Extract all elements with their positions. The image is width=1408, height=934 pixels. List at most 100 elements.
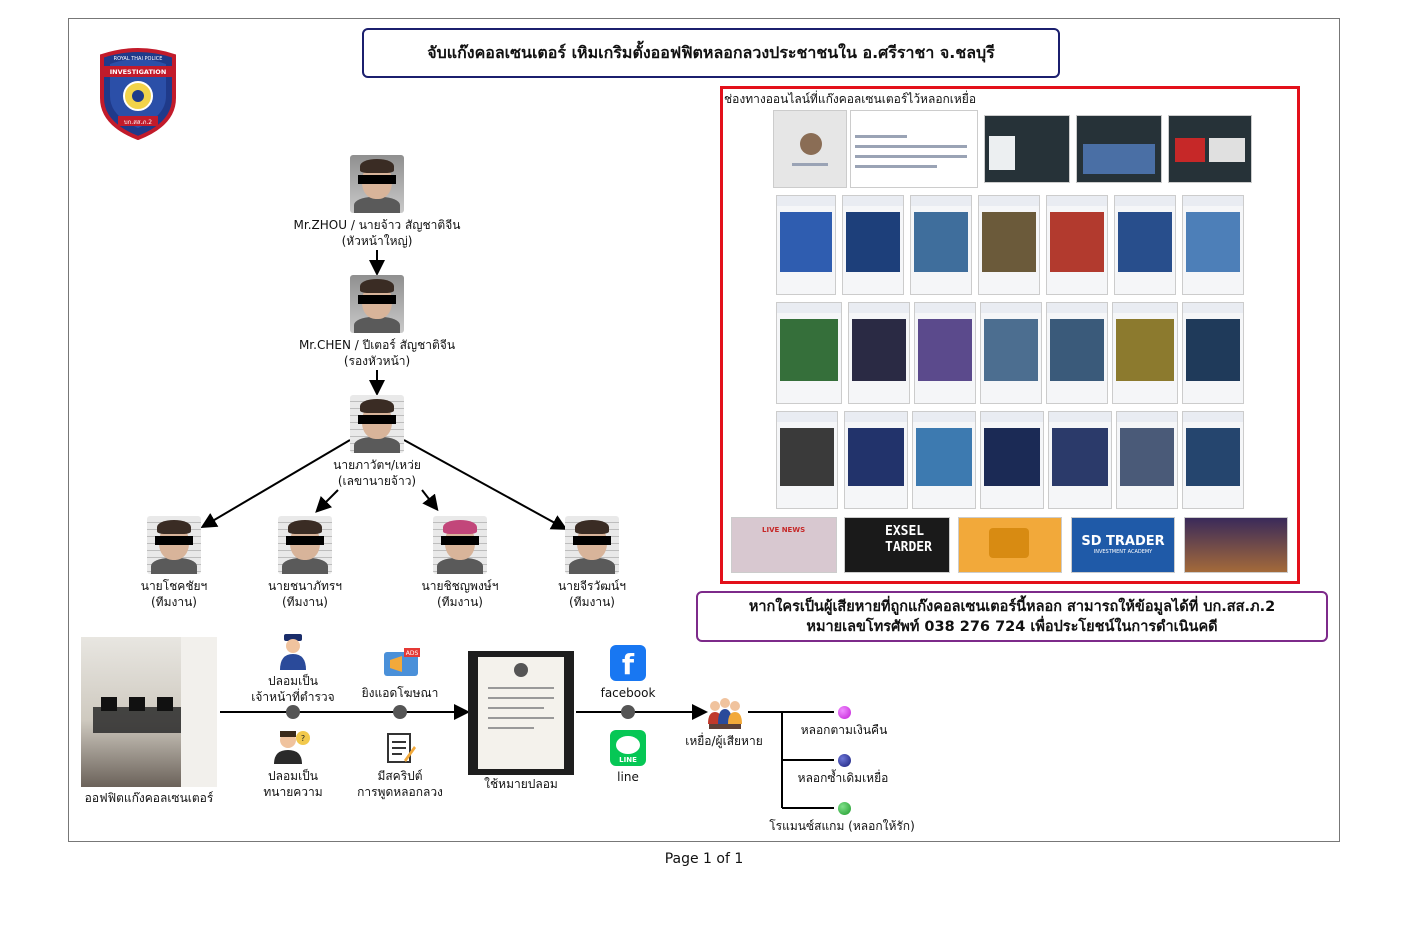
post-thumbnail	[776, 411, 838, 509]
post-thumbnail	[1114, 195, 1176, 295]
post-thumbnail	[980, 302, 1042, 404]
person-staff-3: นายชิชญพงษ์ฯ (ทีมงาน)	[400, 516, 520, 610]
fake-police-label: ปลอมเป็นเจ้าหน้าที่ตำรวจ	[251, 674, 335, 704]
screenshot-thumbnail	[1168, 115, 1252, 183]
arrow-to-staff-4	[403, 439, 568, 530]
post-thumbnail	[776, 195, 836, 295]
post-thumbnail	[910, 195, 972, 295]
screenshot-thumbnail	[1076, 115, 1162, 183]
person-secretary: นายภาวัตฯ/เหว่ย (เลขานายจ้าว)	[302, 395, 452, 489]
person-deputy: Mr.CHEN / ปีเตอร์ สัญชาติจีน (รองหัวหน้า…	[287, 275, 467, 369]
victims-group-icon	[708, 698, 742, 729]
post-thumbnail	[844, 411, 908, 509]
fake-warrant-label: ใช้หมายปลอม	[484, 777, 558, 791]
outcome-label-refund-scam: หลอกตามเงินคืน	[800, 723, 888, 737]
banner-exsel-tarder: EXSEL TARDER	[844, 517, 950, 573]
person-staff-2: นายชนาภัทรฯ (ทีมงาน)	[245, 516, 365, 610]
banner-temple	[1184, 517, 1288, 573]
outcome-label-repeat-scam: หลอกซ้ำเดิมเหยื่อ	[797, 771, 889, 785]
post-thumbnail	[912, 411, 976, 509]
logo-bottom-text: บก.สส.ภ.2	[124, 119, 152, 126]
arrow-to-staff-2	[315, 489, 339, 513]
arrow-to-staff-1	[200, 439, 351, 529]
post-thumbnail	[980, 411, 1044, 509]
secretary-name: นายภาวัตฯ/เหว่ย	[333, 458, 421, 472]
post-thumbnail	[1046, 302, 1108, 404]
post-thumbnail	[1182, 195, 1244, 295]
office-photo	[81, 637, 217, 787]
leader-name: Mr.ZHOU / นายจ้าว สัญชาติจีน	[293, 218, 461, 232]
screenshot-thumbnail	[984, 115, 1070, 183]
script-document-icon	[387, 733, 416, 763]
svg-text:?: ?	[301, 734, 305, 743]
secretary-photo	[350, 395, 404, 453]
banner-live-news: LIVE NEWS	[731, 517, 837, 573]
victim-notice: หากใครเป็นผู้เสียหายที่ถูกแก๊งคอลเซนเตอร…	[696, 591, 1328, 642]
outcome-label-romance-scam: โรแมนซ์สแกม (หลอกให้รัก)	[769, 819, 915, 833]
facebook-label: facebook	[600, 686, 656, 700]
banner-gold	[958, 517, 1062, 573]
notice-line-2: หมายเลขโทรศัพท์ 038 276 724 เพื่อประโยชน…	[806, 619, 1218, 635]
leader-photo	[350, 155, 404, 213]
leader-role: (หัวหน้าใหญ่)	[341, 234, 413, 248]
fake-warrant-photo	[468, 651, 574, 775]
ads-megaphone-icon: ADS	[384, 648, 420, 676]
page-number: Page 1 of 1	[664, 851, 744, 867]
banner-sd-trader: SD TRADER INVESTMENT ACADEMY	[1071, 517, 1175, 573]
post-thumbnail	[1046, 195, 1108, 295]
police-badge-icon: ROYAL THAI POLICE INVESTIGATION บก.สส.ภ.…	[100, 48, 176, 140]
person-leader: Mr.ZHOU / นายจ้าว สัญชาติจีน (หัวหน้าใหญ…	[287, 155, 467, 249]
police-officer-icon	[280, 634, 306, 670]
staff-photo	[565, 516, 619, 574]
post-thumbnail	[776, 302, 842, 404]
ads-label: ยิงแอดโฆษณา	[361, 686, 439, 700]
screenshot-thumbnail	[773, 110, 847, 188]
staff-role: (ทีมงาน)	[569, 595, 615, 609]
outcome-dot-green	[838, 802, 851, 815]
post-thumbnail	[978, 195, 1040, 295]
post-thumbnail	[1048, 411, 1112, 509]
line-label: line	[617, 770, 639, 784]
staff-role: (ทีมงาน)	[437, 595, 483, 609]
person-staff-1: นายโชคชัยฯ (ทีมงาน)	[114, 516, 234, 610]
person-staff-4: นายจีรวัฒน์ฯ (ทีมงาน)	[532, 516, 652, 610]
post-thumbnail	[1112, 302, 1178, 404]
staff-name: นายชิชญพงษ์ฯ	[421, 579, 499, 593]
staff-name: นายจีรวัฒน์ฯ	[558, 579, 626, 593]
staff-photo	[147, 516, 201, 574]
line-app-icon: LINE	[610, 730, 646, 766]
logo-ribbon	[104, 66, 172, 77]
post-thumbnail	[848, 302, 910, 404]
staff-role: (ทีมงาน)	[282, 595, 328, 609]
deputy-photo	[350, 275, 404, 333]
post-thumbnail	[842, 195, 904, 295]
post-thumbnail	[1182, 411, 1244, 509]
staff-role: (ทีมงาน)	[151, 595, 197, 609]
post-thumbnail	[1182, 302, 1244, 404]
staff-photo	[433, 516, 487, 574]
logo-ribbon-text: INVESTIGATION	[110, 68, 167, 76]
notice-line-1: หากใครเป็นผู้เสียหายที่ถูกแก๊งคอลเซนเตอร…	[748, 599, 1276, 615]
online-channels-title: ช่องทางออนไลน์ที่แก๊งคอลเซนเตอร์ไว้หลอกเ…	[724, 92, 977, 106]
staff-name: นายชนาภัทรฯ	[267, 579, 343, 593]
facebook-icon: f	[610, 645, 646, 681]
staff-name: นายโชคชัยฯ	[140, 579, 208, 593]
svg-text:ADS: ADS	[406, 650, 419, 657]
office-label: ออฟฟิตแก๊งคอลเซนเตอร์	[84, 791, 214, 805]
post-thumbnail	[914, 302, 976, 404]
arrow-to-staff-3	[421, 489, 439, 512]
outcome-dot-navy	[838, 754, 851, 767]
logo-top-text: ROYAL THAI POLICE	[114, 56, 163, 62]
page-title: จับแก๊งคอลเซนเตอร์ เหิมเกริมตั้งออฟฟิตหล…	[362, 28, 1060, 78]
fake-lawyer-label: ปลอมเป็นทนายความ	[263, 769, 323, 799]
deputy-name: Mr.CHEN / ปีเตอร์ สัญชาติจีน	[298, 338, 456, 352]
secretary-role: (เลขานายจ้าว)	[337, 474, 417, 488]
victims-label: เหยื่อ/ผู้เสียหาย	[685, 734, 763, 748]
script-label: มีสคริปต์การพูดหลอกลวง	[357, 769, 443, 799]
lawyer-icon: ?	[274, 731, 310, 764]
screenshot-thumbnail	[850, 110, 978, 188]
online-channels-panel	[720, 86, 1300, 584]
deputy-role: (รองหัวหน้า)	[343, 354, 411, 368]
